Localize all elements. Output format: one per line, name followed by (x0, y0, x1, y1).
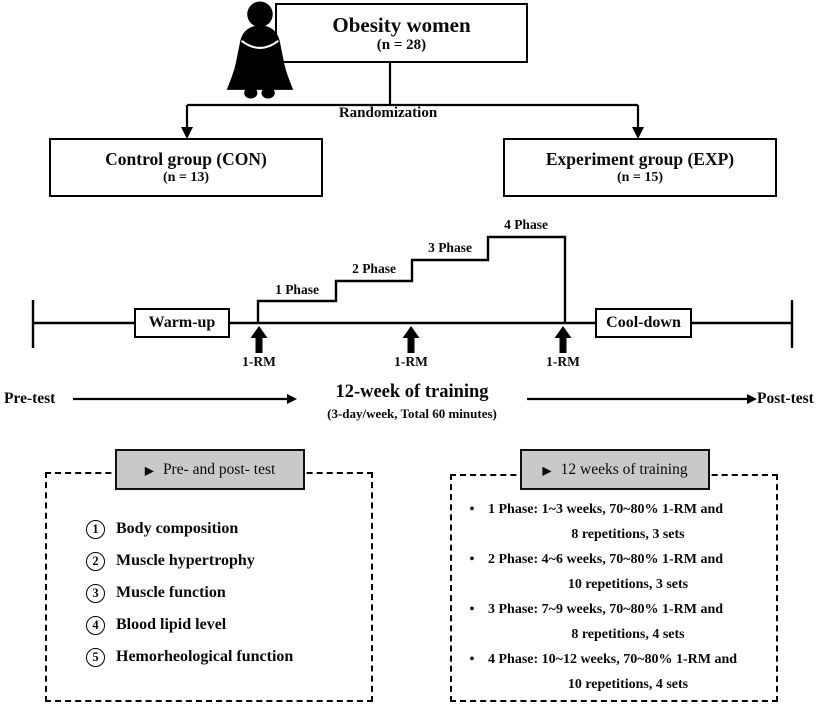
training-subtitle: (3-day/week, Total 60 minutes) (327, 406, 497, 421)
pretest-panel-title: Pre- and post- test (162, 460, 276, 478)
training-panel-title: 12 weeks of training (560, 460, 688, 478)
list-item: • 1 Phase: 1~3 weeks, 70~80% 1-RM and 8 … (462, 497, 768, 547)
phase-detail-line2: 10 repetitions, 4 sets (567, 677, 689, 692)
phase-detail-line2: 10 repetitions, 3 sets (567, 577, 689, 592)
population-box: Obesity women (n = 28) (275, 3, 528, 63)
control-group-count: (n = 13) (162, 169, 210, 185)
training-panel-header: ▶ 12 weeks of training (520, 449, 710, 490)
bullet-icon: • (469, 552, 475, 567)
randomization-label: Randomization (338, 105, 438, 121)
item-label: Hemorheological function (116, 648, 294, 665)
bullet-icon: • (469, 502, 475, 517)
phase-detail-line1: 4 Phase: 10~12 weeks, 70~80% 1-RM and (488, 652, 738, 667)
population-count: (n = 28) (376, 36, 427, 53)
bullet-icon: • (469, 602, 475, 617)
item-label: Body composition (116, 520, 239, 537)
item-label: Muscle hypertrophy (116, 552, 255, 569)
cooldown-box: Cool-down (595, 308, 692, 338)
list-item: 4 Blood lipid level (86, 609, 386, 641)
bullet-icon: • (469, 652, 475, 667)
pretest-measure-list: 1 Body composition 2 Muscle hypertrophy … (86, 513, 386, 673)
warmup-box: Warm-up (134, 308, 230, 338)
experiment-group-box: Experiment group (EXP) (n = 15) (503, 138, 777, 197)
control-group-title: Control group (CON) (105, 148, 267, 169)
training-title: 12-week of training (335, 382, 489, 402)
list-item: • 2 Phase: 4~6 weeks, 70~80% 1-RM and 10… (462, 547, 768, 597)
list-item: 5 Hemorheological function (86, 641, 386, 673)
item-label: Muscle function (116, 584, 226, 601)
item-label: Blood lipid level (116, 616, 227, 633)
list-item: 1 Body composition (86, 513, 386, 545)
list-item: • 4 Phase: 10~12 weeks, 70~80% 1-RM and … (462, 647, 768, 697)
training-phase-list: • 1 Phase: 1~3 weeks, 70~80% 1-RM and 8 … (462, 497, 768, 697)
obese-woman-icon (226, 1, 294, 99)
item-number-badge: 2 (86, 551, 105, 571)
rm-label-3: 1-RM (546, 354, 580, 369)
phase-detail-line1: 3 Phase: 7~9 weeks, 70~80% 1-RM and (488, 602, 724, 617)
phase-detail-line1: 2 Phase: 4~6 weeks, 70~80% 1-RM and (488, 552, 724, 567)
list-item: 2 Muscle hypertrophy (86, 545, 386, 577)
list-item: 3 Muscle function (86, 577, 386, 609)
item-number-badge: 1 (86, 519, 105, 539)
rm-label-2: 1-RM (394, 354, 428, 369)
phase-2-label: 2 Phase (352, 261, 396, 276)
phase-detail-line2: 8 repetitions, 4 sets (571, 627, 685, 642)
phase-1-label: 1 Phase (275, 282, 319, 297)
control-group-box: Control group (CON) (n = 13) (49, 138, 323, 197)
pretest-panel-header: ▶ Pre- and post- test (115, 449, 305, 490)
triangle-marker-icon: ▶ (144, 463, 154, 477)
phase-3-label: 3 Phase (428, 240, 472, 255)
phase-detail-line2: 8 repetitions, 3 sets (571, 527, 685, 542)
triangle-marker-icon: ▶ (542, 463, 552, 477)
list-item: • 3 Phase: 7~9 weeks, 70~80% 1-RM and 8 … (462, 597, 768, 647)
rm-label-1: 1-RM (242, 354, 276, 369)
item-number-badge: 4 (86, 615, 105, 635)
posttest-label: Post-test (757, 390, 814, 407)
phase-4-label: 4 Phase (504, 217, 548, 232)
phase-detail-line1: 1 Phase: 1~3 weeks, 70~80% 1-RM and (488, 502, 724, 517)
item-number-badge: 5 (86, 647, 105, 667)
population-title: Obesity women (332, 12, 471, 37)
item-number-badge: 3 (86, 583, 105, 603)
experiment-group-count: (n = 15) (616, 169, 664, 185)
pretest-label: Pre-test (4, 390, 56, 407)
experiment-group-title: Experiment group (EXP) (545, 148, 735, 169)
